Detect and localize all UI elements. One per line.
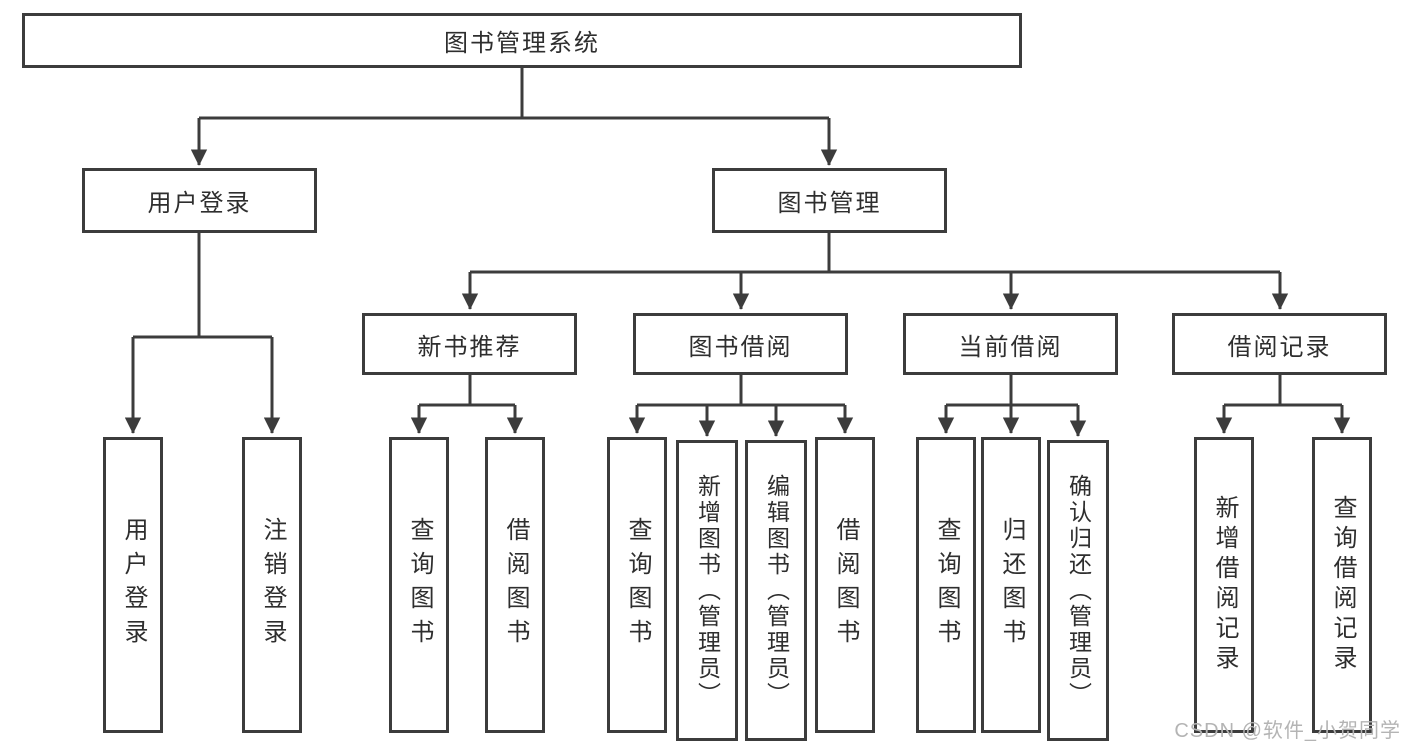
node-label: 新书推荐 (417, 333, 522, 361)
node-borrowing-records: 借阅记录 (1172, 313, 1387, 375)
node-book-management: 图书管理 (712, 168, 947, 233)
leaf-cb-query-books: 查询图书 (916, 437, 976, 733)
leaf-bb-query-books: 查询图书 (607, 437, 667, 733)
node-book-borrowing: 图书借阅 (633, 313, 848, 375)
node-label: 图书管理系统 (444, 30, 600, 57)
node-new-book-recommend: 新书推荐 (362, 313, 577, 375)
leaf-cb-confirm-return-admin: 确认归还（管理员） (1047, 440, 1109, 741)
leaf-nbr-borrow-books: 借阅图书 (485, 437, 545, 733)
node-label: 用户登录 (120, 517, 147, 653)
node-label: 查询借阅记录 (1329, 495, 1356, 675)
leaf-nbr-query-books: 查询图书 (389, 437, 449, 733)
node-label: 新增图书（管理员） (694, 473, 721, 708)
node-label: 查询图书 (933, 517, 960, 653)
leaf-user-login: 用户登录 (103, 437, 163, 733)
node-label: 当前借阅 (958, 333, 1063, 361)
node-label: 借阅图书 (832, 517, 859, 653)
node-label: 图书管理 (777, 190, 882, 217)
node-library-management-system: 图书管理系统 (22, 13, 1022, 68)
node-current-borrowing: 当前借阅 (903, 313, 1118, 375)
node-label: 确认归还（管理员） (1065, 473, 1092, 708)
leaf-cb-return-books: 归还图书 (981, 437, 1041, 733)
node-label: 归还图书 (998, 517, 1025, 653)
node-user-login: 用户登录 (82, 168, 317, 233)
leaf-bb-add-books-admin: 新增图书（管理员） (676, 440, 738, 741)
node-label: 查询图书 (624, 517, 651, 653)
leaf-br-query-record: 查询借阅记录 (1312, 437, 1372, 733)
leaf-bb-edit-books-admin: 编辑图书（管理员） (745, 440, 807, 741)
leaf-bb-borrow-books: 借阅图书 (815, 437, 875, 733)
leaf-br-add-record: 新增借阅记录 (1194, 437, 1254, 733)
node-label: 图书借阅 (688, 333, 793, 361)
node-label: 编辑图书（管理员） (763, 473, 790, 708)
node-label: 新增借阅记录 (1211, 495, 1238, 675)
node-label: 查询图书 (406, 517, 433, 653)
node-label: 注销登录 (259, 517, 286, 653)
node-label: 借阅图书 (502, 517, 529, 653)
leaf-logout: 注销登录 (242, 437, 302, 733)
node-label: 用户登录 (147, 190, 252, 217)
csdn-watermark: CSDN @软件_小贺同学 (1174, 720, 1401, 742)
node-label: 借阅记录 (1227, 333, 1332, 361)
